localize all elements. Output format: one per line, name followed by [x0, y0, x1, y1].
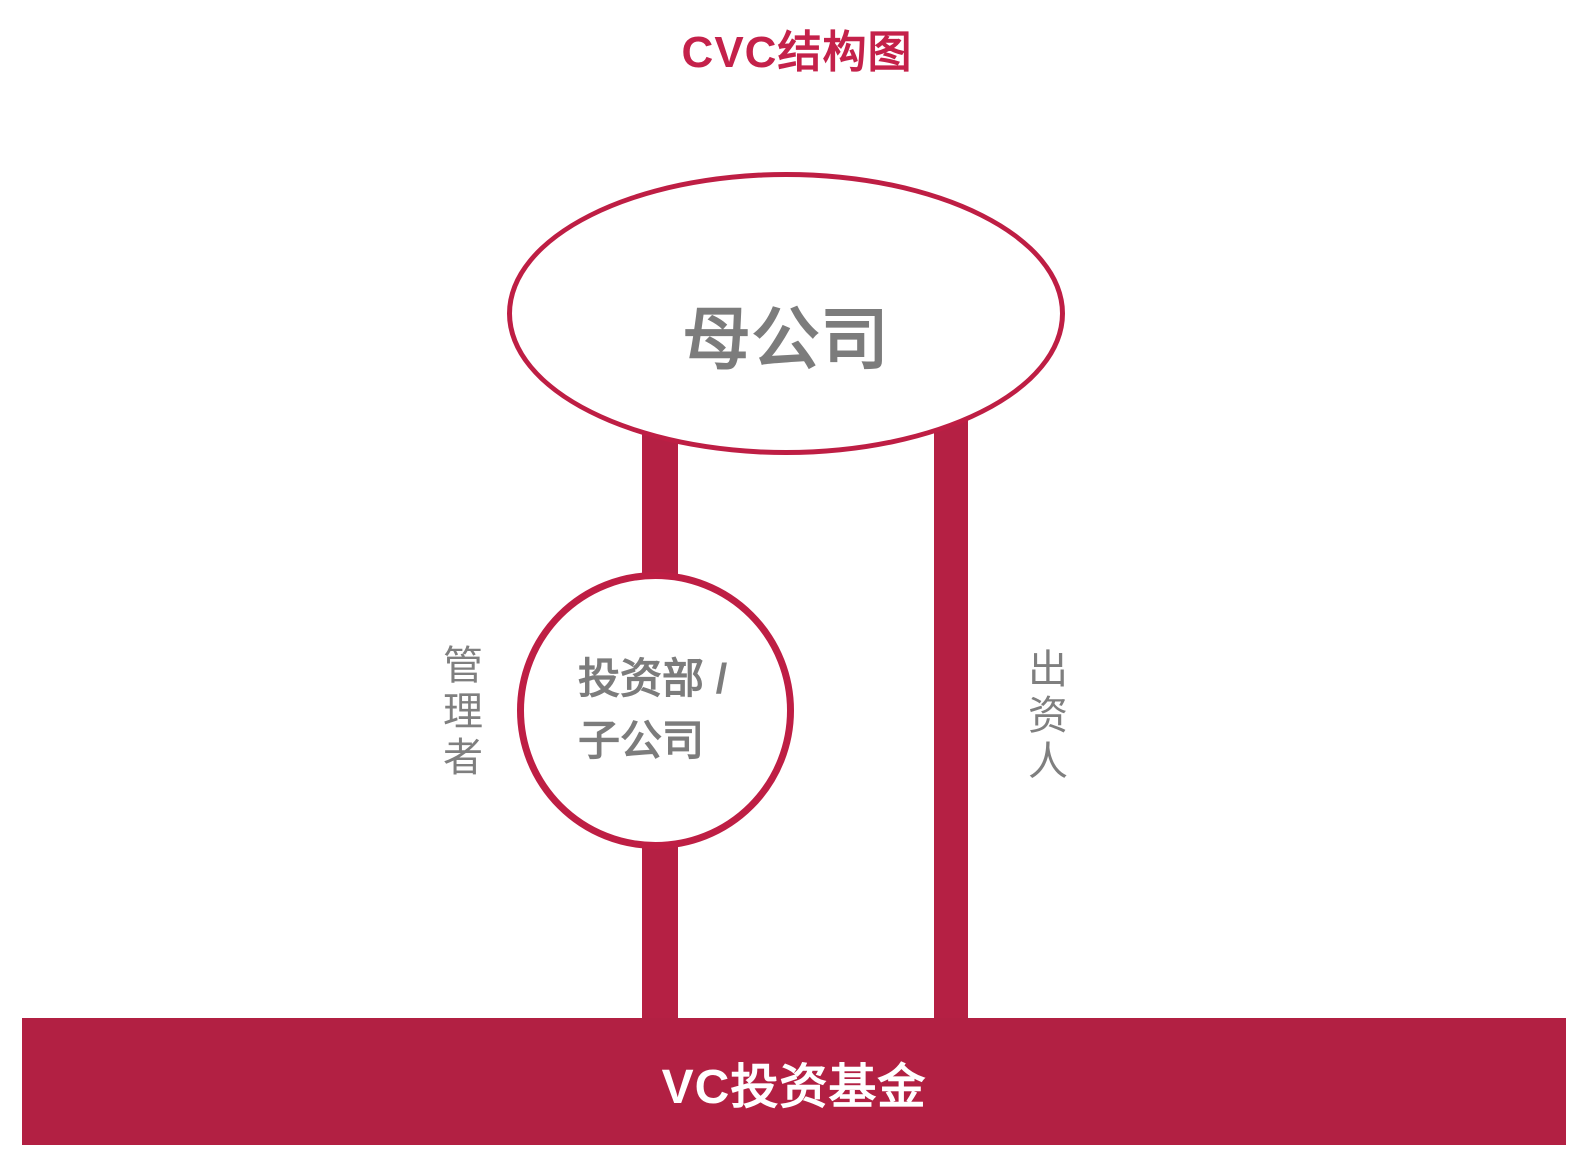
investor-edge-label: 出资人	[1022, 648, 1066, 786]
investment-dept-node	[517, 572, 794, 849]
investment-dept-label-line2: 子公司	[578, 717, 705, 764]
parent-company-node: 母公司	[507, 172, 1065, 455]
investor-connector-bar	[934, 395, 968, 1019]
vc-fund-node: VC投资基金	[22, 1018, 1566, 1145]
diagram-title: CVC结构图	[681, 28, 913, 77]
parent-company-label: 母公司	[682, 302, 890, 378]
manager-edge-label: 管理者	[437, 644, 481, 782]
investment-dept-label-line1: 投资部 /	[578, 655, 728, 702]
vc-fund-label: VC投资基金	[661, 1060, 927, 1114]
investment-dept-label: 投资部 / 子公司	[578, 648, 727, 772]
